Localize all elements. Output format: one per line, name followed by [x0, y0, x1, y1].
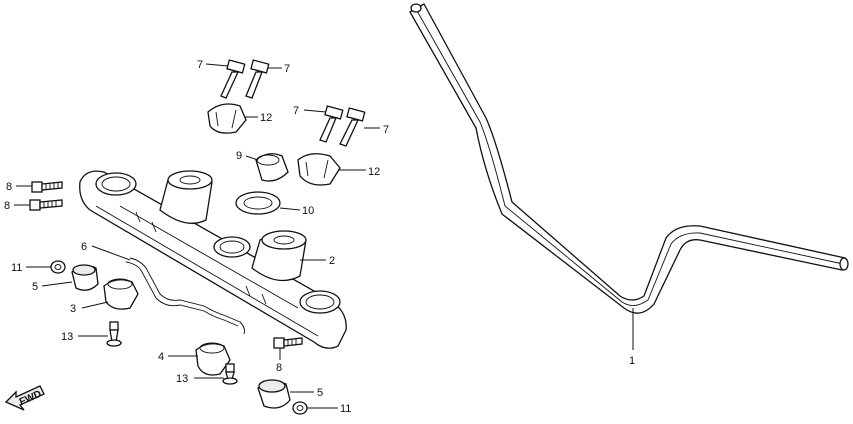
- part-label-5b: 5: [317, 387, 323, 399]
- washer-10[interactable]: [235, 191, 281, 215]
- wire-clamp-6[interactable]: [125, 257, 245, 335]
- fwd-arrow-icon: [4, 385, 45, 411]
- bolt-7c[interactable]: [319, 105, 344, 143]
- part-label-7d: 7: [383, 124, 389, 136]
- leader-line-6: [91, 245, 131, 261]
- part-label-1: 1: [629, 355, 635, 367]
- part-label-2: 2: [329, 255, 335, 267]
- leader-line-7a: [205, 63, 229, 67]
- leader-line-9: [245, 155, 259, 161]
- rubber-5b[interactable]: [257, 379, 291, 409]
- rubber-9[interactable]: [255, 153, 289, 182]
- part-label-4: 4: [158, 351, 164, 363]
- part-label-10: 10: [302, 205, 314, 217]
- bolt-8a[interactable]: [31, 181, 63, 193]
- handlebar[interactable]: [409, 3, 849, 314]
- part-label-8b: 8: [4, 200, 10, 212]
- part-label-8a: 8: [6, 181, 12, 193]
- part-label-12b: 12: [368, 166, 380, 178]
- leader-line-5a: [41, 281, 73, 287]
- part-label-7c: 7: [293, 105, 299, 117]
- clamp-4[interactable]: [195, 342, 231, 376]
- part-label-13a: 13: [61, 331, 73, 343]
- bolt-8b[interactable]: [29, 199, 63, 211]
- washer-11a[interactable]: [50, 260, 66, 274]
- bolt-7b[interactable]: [245, 59, 270, 99]
- part-label-6: 6: [81, 241, 87, 253]
- fwd-label: FWD: [18, 389, 43, 408]
- top-bridge[interactable]: [79, 170, 347, 349]
- part-label-3: 3: [70, 303, 76, 315]
- bolt-8c[interactable]: [273, 337, 303, 349]
- leader-line-3: [81, 301, 109, 309]
- upper-holder-12a[interactable]: [207, 103, 247, 134]
- part-label-9: 9: [236, 150, 242, 162]
- clamp-3[interactable]: [103, 278, 139, 310]
- leader-line-7c: [303, 109, 327, 113]
- part-label-12a: 12: [260, 112, 272, 124]
- upper-holder-12b[interactable]: [297, 153, 341, 186]
- bolt-7a[interactable]: [220, 59, 246, 99]
- washer-11b[interactable]: [292, 401, 308, 415]
- part-label-7a: 7: [197, 59, 203, 71]
- part-label-8c: 8: [276, 362, 282, 374]
- part-label-11b: 11: [340, 403, 351, 415]
- part-label-5a: 5: [32, 281, 38, 293]
- part-label-13b: 13: [176, 373, 188, 385]
- bolt-13a[interactable]: [106, 321, 122, 347]
- leader-line-10: [279, 207, 301, 211]
- bolt-7d[interactable]: [339, 107, 366, 147]
- rubber-5a[interactable]: [71, 264, 99, 291]
- bolt-13b[interactable]: [222, 363, 238, 385]
- part-label-7b: 7: [284, 63, 290, 75]
- part-label-11a: 11: [11, 262, 22, 274]
